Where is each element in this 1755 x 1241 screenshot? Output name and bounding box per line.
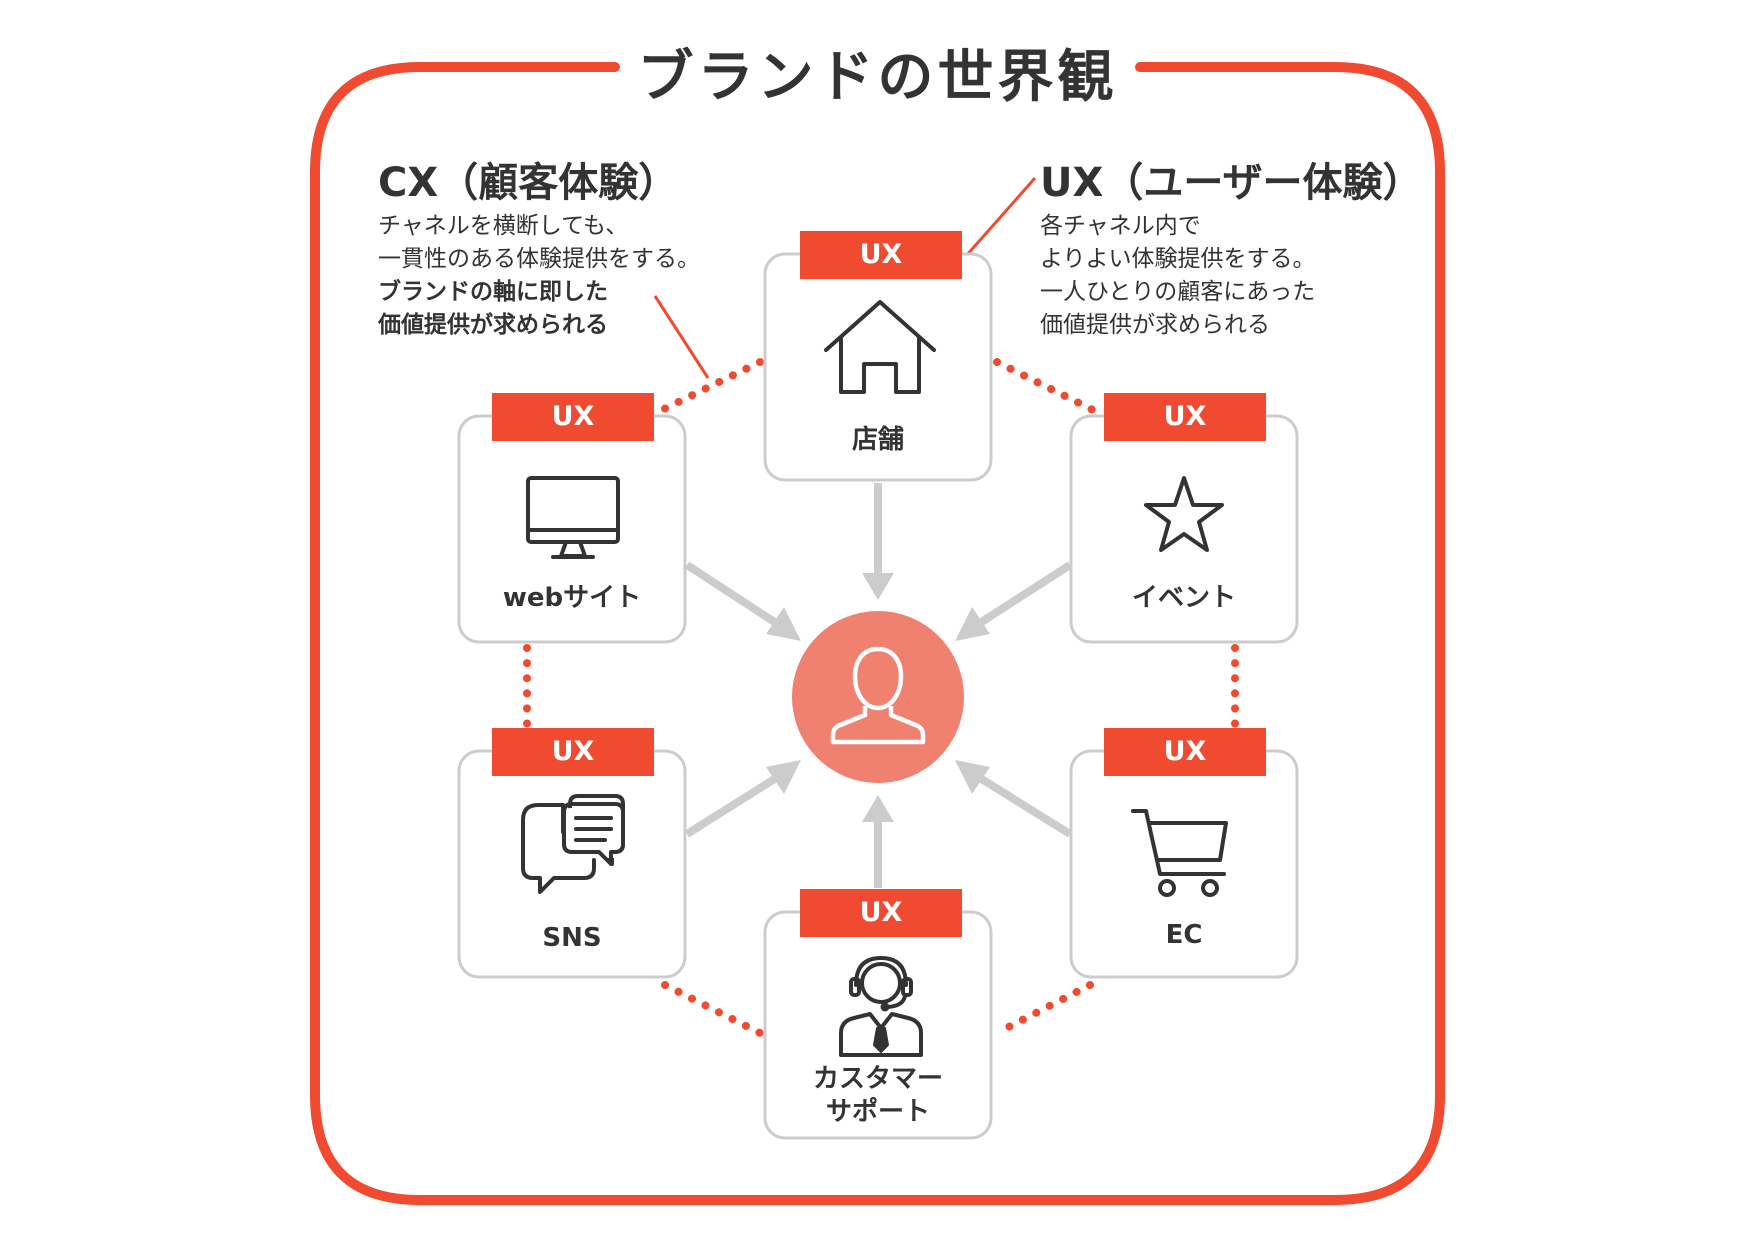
dotted-connector-store-event <box>993 358 1097 414</box>
ux-line-3: 一人ひとりの顧客にあった <box>1040 279 1316 305</box>
ux-badge-sns: UX <box>551 736 595 767</box>
ux-description: 各チャネル内で よりよい体験提供をする。 一人ひとりの顧客にあった 価値提供が求… <box>1040 210 1316 342</box>
dotted-connector-store-web <box>658 358 764 414</box>
channel-label-web: webサイト <box>502 583 642 613</box>
house-icon <box>824 300 936 394</box>
ux-badge-web-bg <box>492 393 654 441</box>
ux-leader-line <box>964 177 1037 257</box>
ux-badge-event-bg <box>1104 393 1266 441</box>
cx-line-1: チャネルを横断しても、 <box>378 213 629 239</box>
ux-line-2: よりよい体験提供をする。 <box>1040 246 1316 272</box>
channel-label-sns: SNS <box>542 923 602 953</box>
outer-frame <box>310 62 1445 1205</box>
ux-line-4: 価値提供が求められる <box>1040 312 1270 338</box>
arrow-web <box>684 561 801 641</box>
cx-leader-line <box>653 295 710 379</box>
diagram-title: ブランドの世界観 <box>637 45 1118 110</box>
user-icon <box>830 646 926 745</box>
cx-title: CX（顧客体験） <box>378 160 679 206</box>
channel-label-event: イベント <box>1131 583 1236 613</box>
ux-badge-support: UX <box>859 897 903 928</box>
channel-label-store: 店舗 <box>851 425 904 455</box>
cx-bold-line-1: ブランドの軸に即した <box>378 279 608 305</box>
channel-label-ec: EC <box>1165 920 1203 950</box>
ux-line-1: 各チャネル内で <box>1040 213 1201 239</box>
ux-badge-web: UX <box>551 401 595 432</box>
chat-bubbles-icon <box>521 794 625 894</box>
ux-title: UX（ユーザー体験） <box>1040 160 1423 206</box>
ux-badge-event: UX <box>1163 401 1207 432</box>
dotted-connector-ec-support <box>993 981 1094 1037</box>
dotted-connector-sns-support <box>661 981 764 1037</box>
arrow-sns <box>684 760 801 838</box>
center-customer-circle <box>792 611 964 783</box>
arrow-support <box>862 795 894 888</box>
arrow-store <box>862 483 894 600</box>
arrow-ec <box>955 760 1073 838</box>
monitor-icon <box>526 476 620 559</box>
ux-badge-store-bg <box>800 231 962 279</box>
cx-line-2: 一貫性のある体験提供をする。 <box>378 246 700 272</box>
headset-operator-icon <box>839 956 923 1057</box>
arrow-event <box>955 561 1073 641</box>
cart-icon <box>1131 809 1228 897</box>
ux-badge-store: UX <box>859 239 903 270</box>
channel-label-support-line-2: サポート <box>825 1097 930 1127</box>
star-icon <box>1144 476 1224 552</box>
cx-description: チャネルを横断しても、 一貫性のある体験提供をする。 ブランドの軸に即した 価値… <box>378 210 700 342</box>
channel-label-support: カスタマー サポート <box>765 1063 991 1129</box>
channel-label-support-line-1: カスタマー <box>812 1064 943 1094</box>
ux-badge-sns-bg <box>492 728 654 776</box>
ux-badge-support-bg <box>800 889 962 937</box>
ux-badge-ec-bg <box>1104 728 1266 776</box>
cx-bold-line-2: 価値提供が求められる <box>378 312 608 338</box>
ux-badge-ec: UX <box>1163 736 1207 767</box>
